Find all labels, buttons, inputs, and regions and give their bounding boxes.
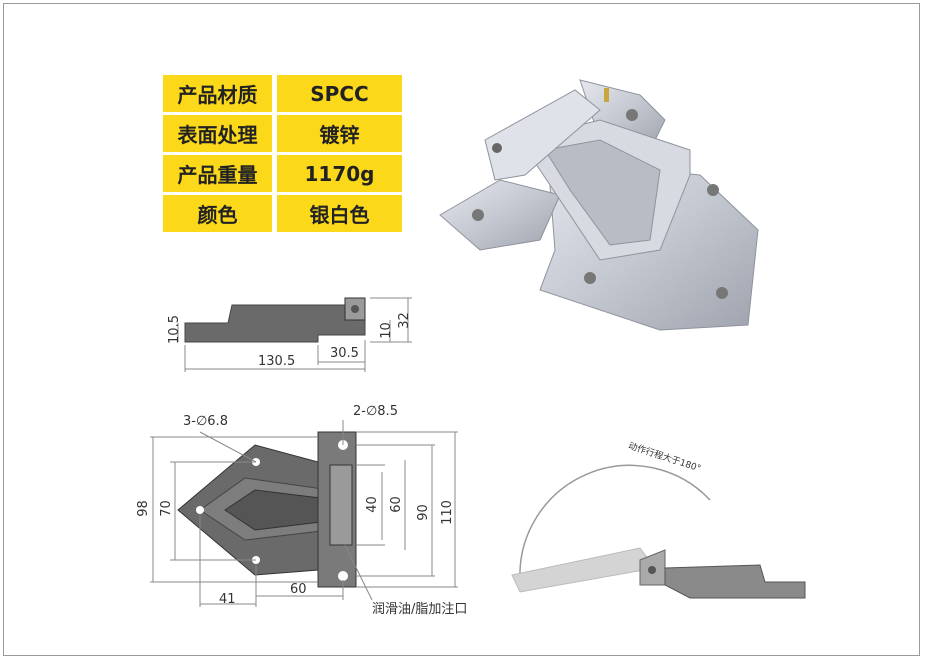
spec-value: 镀锌 <box>277 115 402 152</box>
label-small-holes: 3-∅6.8 <box>183 414 228 429</box>
label-large-holes: 2-∅8.5 <box>353 404 398 419</box>
dim-41: 41 <box>219 592 236 607</box>
dim-length: 130.5 <box>258 354 296 369</box>
spec-value: 银白色 <box>277 195 402 232</box>
grease-port-label: 润滑油/脂加注口 <box>372 602 468 617</box>
spec-label: 表面处理 <box>163 115 272 152</box>
dim-offset: 30.5 <box>330 346 359 361</box>
spec-label: 颜色 <box>163 195 272 232</box>
dim-60-horizontal: 60 <box>290 582 307 597</box>
image-frame <box>3 3 920 656</box>
spec-label: 产品重量 <box>163 155 272 192</box>
spec-value: SPCC <box>277 75 402 112</box>
spec-value: 1170g <box>277 155 402 192</box>
spec-label: 产品材质 <box>163 75 272 112</box>
